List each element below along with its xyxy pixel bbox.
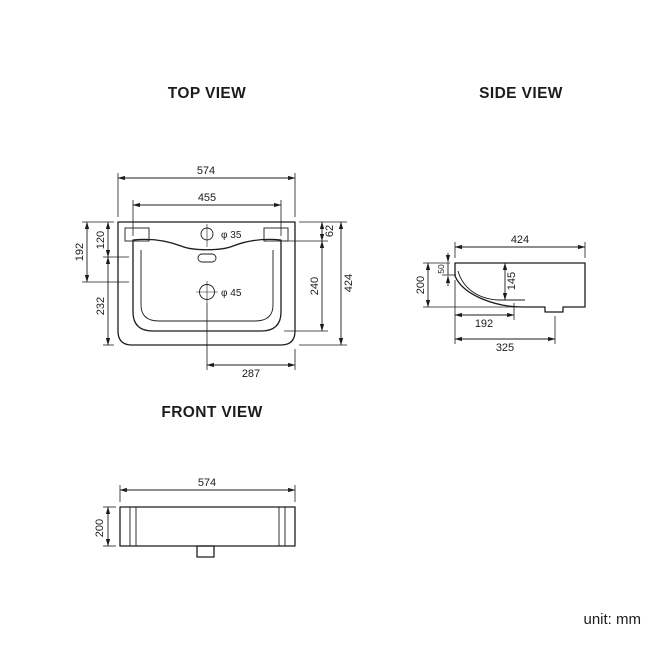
- dim-top-192: 192: [74, 221, 90, 283]
- dim-label-240: 240: [309, 277, 321, 295]
- faucet-hole-label: φ 35: [221, 230, 242, 241]
- dim-label-192-side: 192: [475, 318, 493, 330]
- basin-outer-outline-top: [117, 221, 296, 346]
- front-edge-lines: [129, 507, 286, 546]
- basin-profile-outline: [454, 262, 586, 313]
- dim-label-120: 120: [95, 231, 107, 249]
- side-view: 424 200 50 145 192: [415, 234, 586, 354]
- dim-label-200-side: 200: [415, 276, 427, 294]
- dim-label-50: 50: [436, 264, 446, 274]
- dim-top-back-ledge: 62: [319, 221, 336, 242]
- dim-top-inner-width: 455: [132, 192, 282, 236]
- dim-top-bowl-depth: 240: [309, 240, 325, 332]
- dim-side-325: 325: [454, 316, 556, 354]
- dim-side-overall-height: 200: [415, 262, 519, 308]
- dim-label-145: 145: [506, 272, 518, 290]
- dim-side-inner-depth: 145: [502, 262, 518, 301]
- dim-label-287: 287: [242, 368, 260, 380]
- basin-front-outline: [119, 506, 296, 547]
- dim-label-62: 62: [324, 225, 336, 237]
- dim-top-overall-depth: 424: [338, 221, 355, 346]
- dim-top-drain-offset: 287: [206, 303, 296, 380]
- side-view-title: SIDE VIEW: [479, 85, 563, 102]
- front-view-title: FRONT VIEW: [161, 404, 262, 421]
- dim-front-overall-height: 200: [94, 506, 116, 547]
- dim-top-120: 120: [95, 221, 111, 258]
- dim-label-574-top: 574: [197, 165, 215, 177]
- drain-hole: [196, 281, 218, 303]
- deck-corner-right: [263, 227, 289, 242]
- dim-top-232: 232: [95, 256, 111, 346]
- dim-label-200-front: 200: [94, 519, 106, 537]
- dim-label-574-front: 574: [198, 477, 216, 489]
- bowl-profile-inner: [457, 270, 525, 301]
- front-view: 574 200: [94, 477, 296, 558]
- dim-top-overall-width: 574: [117, 165, 296, 217]
- dim-label-424-top: 424: [343, 274, 355, 292]
- dim-label-424-side: 424: [511, 234, 529, 246]
- dim-label-192-top: 192: [74, 243, 86, 261]
- drain-tailpiece: [196, 545, 215, 558]
- drain-hole-label: φ 45: [221, 288, 242, 299]
- dim-label-232: 232: [95, 297, 107, 315]
- dim-side-overall-depth: 424: [454, 234, 586, 258]
- dim-side-front-lip: 50: [436, 253, 456, 286]
- deck-corner-left: [124, 227, 150, 242]
- dim-label-455: 455: [198, 192, 216, 204]
- bowl-rim-outline: [132, 238, 282, 332]
- top-view: φ 35 φ 45 574 455: [74, 165, 355, 380]
- unit-label: unit: mm: [583, 611, 641, 628]
- dim-front-overall-width: 574: [119, 477, 296, 502]
- dim-label-325: 325: [496, 342, 514, 354]
- faucet-hole: [200, 224, 214, 247]
- top-view-title: TOP VIEW: [168, 85, 246, 102]
- dim-side-192: 192: [454, 280, 515, 344]
- overflow-slot: [197, 253, 217, 263]
